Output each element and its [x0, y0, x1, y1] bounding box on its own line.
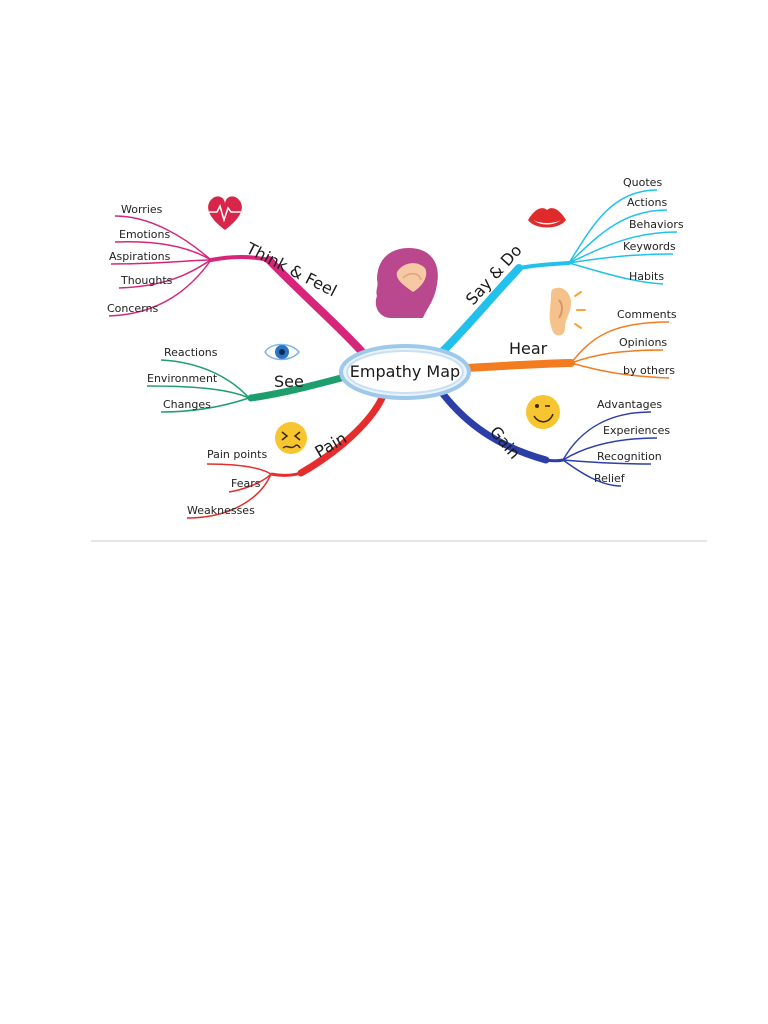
leaf-hear-0: Comments	[617, 308, 677, 321]
center-node: Empathy Map	[339, 344, 471, 400]
branch-label-see: See	[274, 372, 304, 391]
leaf-think-2: Aspirations	[109, 250, 171, 263]
head-heart-hands-icon	[375, 248, 438, 318]
smiling-face-icon	[526, 395, 560, 429]
leaf-say-4: Habits	[629, 270, 664, 283]
branch-see-line	[247, 372, 353, 402]
see-leaf-lines	[146, 359, 250, 413]
hear-leaf-lines	[570, 321, 670, 379]
leaf-think-4: Concerns	[107, 302, 158, 315]
say-leaf-lines	[568, 189, 678, 285]
leaf-hear-1: Opinions	[619, 336, 667, 349]
leaf-pain-2: Weaknesses	[187, 504, 255, 517]
eye-icon	[264, 343, 300, 361]
branch-say-line	[439, 264, 523, 355]
think-leaf-lines	[108, 215, 212, 317]
leaf-see-0: Reactions	[164, 346, 218, 359]
leaf-say-1: Actions	[627, 196, 667, 209]
center-label: Empathy Map	[350, 362, 460, 381]
leaf-pain-0: Pain points	[207, 448, 267, 461]
leaf-hear-2: by others	[623, 364, 675, 377]
empathy-map-diagram: Empathy Map	[107, 176, 684, 519]
pain-leaf-lines	[186, 463, 272, 519]
branch-label-gain: Gain	[486, 422, 524, 462]
leaf-pain-1: Fears	[231, 477, 261, 490]
leaf-think-0: Worries	[121, 203, 163, 216]
leaf-see-1: Environment	[147, 372, 218, 385]
branch-label-think: Think & Feel	[242, 238, 340, 300]
leaf-gain-1: Experiences	[603, 424, 670, 437]
branch-think-line	[265, 256, 367, 357]
frowning-face-icon	[275, 422, 307, 454]
heartbeat-heart-icon	[208, 196, 242, 230]
branch-pain-line	[297, 392, 387, 477]
branch-hear-line	[462, 359, 575, 372]
gain-leaf-lines	[562, 411, 658, 487]
branch-label-hear: Hear	[509, 339, 548, 358]
ear-icon	[549, 287, 586, 336]
leaf-gain-3: Relief	[594, 472, 626, 485]
leaf-think-3: Thoughts	[120, 274, 173, 287]
empathy-map-figure: Empathy Map	[91, 168, 707, 542]
leaf-say-2: Behaviors	[629, 218, 684, 231]
lips-icon	[528, 208, 566, 228]
leaf-gain-2: Recognition	[597, 450, 662, 463]
leaf-say-0: Quotes	[623, 176, 662, 189]
branch-gain-line	[439, 390, 550, 464]
leaf-see-2: Changes	[163, 398, 211, 411]
leaf-say-3: Keywords	[623, 240, 676, 253]
leaf-think-1: Emotions	[119, 228, 170, 241]
leaf-gain-0: Advantages	[597, 398, 662, 411]
